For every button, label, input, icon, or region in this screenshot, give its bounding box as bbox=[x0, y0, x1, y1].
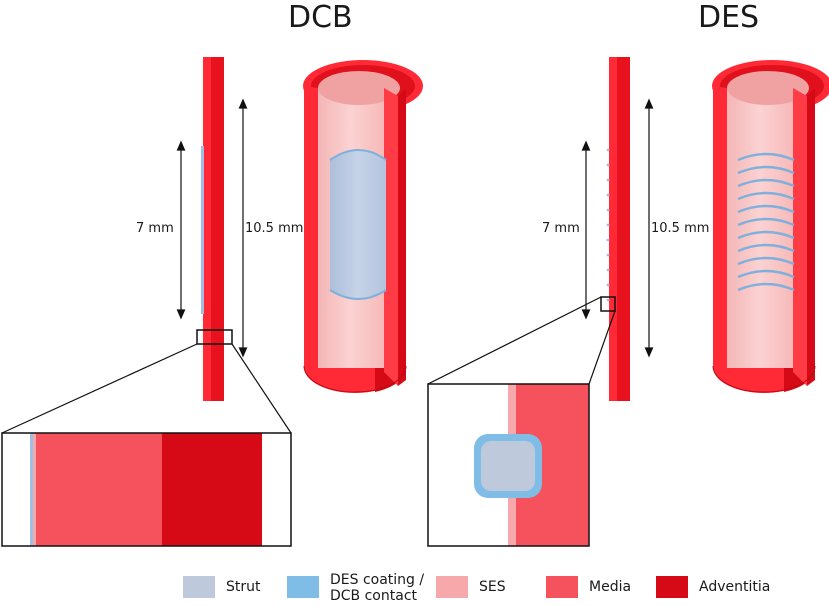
legend-swatch-adventitia bbox=[656, 576, 688, 598]
legend-label-line1: DES coating / bbox=[330, 572, 425, 588]
dcb-short-dimension-label: 7 mm bbox=[136, 221, 174, 236]
legend-swatch-coating bbox=[287, 576, 319, 598]
legend-label: Media bbox=[589, 579, 632, 595]
des-title: DES bbox=[698, 0, 760, 35]
legend-label: DES coating / DCB contact bbox=[330, 572, 424, 604]
des-zoom-region bbox=[600, 296, 616, 312]
dcb-wall-strip bbox=[201, 57, 224, 401]
dcb-vessel-cylinder bbox=[303, 60, 423, 393]
des-vessel-cylinder bbox=[712, 60, 829, 393]
legend-item-ses: SES bbox=[436, 576, 506, 598]
legend: Strut DES coating / DCB contact SES Medi… bbox=[0, 572, 829, 606]
des-zoom-panel bbox=[427, 383, 590, 547]
legend-item-media: Media bbox=[546, 576, 631, 598]
des-short-dimension-arrow bbox=[581, 140, 591, 320]
legend-label-line2: DCB contact bbox=[330, 588, 418, 604]
legend-item-coating: DES coating / DCB contact bbox=[287, 572, 424, 604]
legend-swatch-strut bbox=[183, 576, 215, 598]
legend-label: Adventitia bbox=[699, 579, 771, 595]
legend-item-strut: Strut bbox=[183, 576, 261, 598]
legend-swatch-ses bbox=[436, 576, 468, 598]
des-wall-strip bbox=[606, 57, 630, 401]
dcb-zoom-panel bbox=[1, 432, 292, 547]
dcb-long-dimension-label: 10.5 mm bbox=[245, 221, 304, 236]
des-long-dimension-label: 10.5 mm bbox=[651, 221, 710, 236]
dcb-short-dimension-arrow bbox=[176, 140, 186, 320]
legend-label: Strut bbox=[226, 579, 261, 595]
legend-label: SES bbox=[479, 579, 506, 595]
legend-item-adventitia: Adventitia bbox=[656, 576, 770, 598]
des-short-dimension-label: 7 mm bbox=[542, 221, 580, 236]
dcb-zoom-region bbox=[196, 329, 233, 345]
legend-swatch-media bbox=[546, 576, 578, 598]
dcb-long-dimension-arrow bbox=[238, 98, 248, 358]
des-long-dimension-arrow bbox=[644, 98, 654, 358]
dcb-title: DCB bbox=[288, 0, 353, 35]
